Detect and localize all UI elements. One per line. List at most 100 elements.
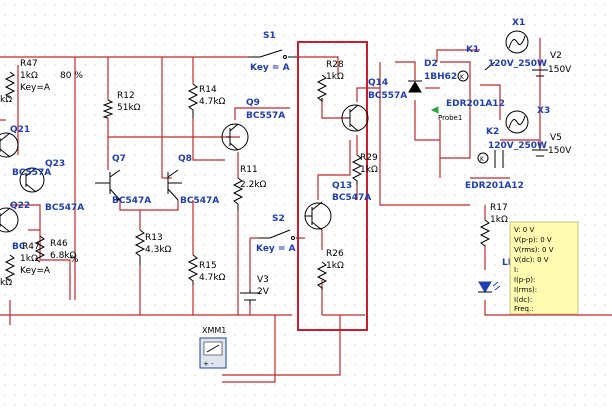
s1-key: Key = A bbox=[250, 63, 290, 73]
r15-ref: R15 bbox=[199, 261, 217, 271]
q13-ref: Q13 bbox=[332, 181, 352, 191]
q7-transistor[interactable]: Q7 BC547A bbox=[95, 154, 151, 206]
r47-key: Key=A bbox=[20, 83, 51, 93]
left-bottom-value: 1kΩ bbox=[20, 254, 38, 264]
v5-ref: V5 bbox=[550, 133, 562, 143]
svg-text:K: K bbox=[460, 74, 465, 81]
r29-value: 1kΩ bbox=[360, 165, 378, 175]
probe-line-irms: I(rms): bbox=[514, 286, 537, 294]
v2-ref: V2 bbox=[550, 51, 562, 61]
r15-resistor[interactable]: R15 4.7kΩ bbox=[187, 254, 226, 285]
r14-resistor[interactable]: R14 4.7kΩ bbox=[187, 83, 226, 118]
left-bottom-potentiometer[interactable]: BC R47 1kΩ Key=A kΩ bbox=[0, 242, 51, 288]
s2-ref: S2 bbox=[272, 214, 285, 224]
d2-ref: D2 bbox=[424, 59, 438, 69]
r17-ref: R17 bbox=[490, 203, 508, 213]
r29-resistor[interactable]: R29 1kΩ bbox=[351, 153, 378, 185]
k2-ref: K2 bbox=[486, 127, 499, 137]
r12-value: 51kΩ bbox=[117, 103, 141, 113]
r28-resistor[interactable]: R28 1kΩ bbox=[316, 60, 344, 102]
r28-value: 1kΩ bbox=[326, 72, 344, 82]
q13-type: BC547A bbox=[332, 193, 371, 203]
r26-value: 1kΩ bbox=[326, 261, 344, 271]
led-diode[interactable]: LI bbox=[478, 258, 511, 293]
wires bbox=[0, 38, 612, 383]
x3-lamp[interactable]: X3 120V_250W bbox=[488, 106, 550, 151]
q23-transistor[interactable]: Q23 BC557A bbox=[12, 159, 65, 193]
x3-rating: 120V_250W bbox=[488, 141, 547, 151]
r46-ref: R46 bbox=[50, 239, 68, 249]
r17-resistor[interactable]: R17 1kΩ bbox=[479, 203, 508, 247]
q22-ref: Q22 bbox=[10, 201, 30, 211]
probe-line-vdc: V(dc): 0 V bbox=[514, 256, 549, 264]
s1-ref: S1 bbox=[263, 31, 276, 41]
r11-resistor[interactable]: R11 2.2kΩ bbox=[232, 165, 267, 210]
r46-value: 6.8kΩ bbox=[50, 251, 77, 261]
r46-percent: % bbox=[70, 255, 79, 265]
q9-type: BC557A bbox=[246, 111, 285, 121]
q13-transistor[interactable]: Q13 BC547A bbox=[304, 181, 371, 231]
xmm1-ref: XMM1 bbox=[202, 326, 226, 335]
r47-potentiometer[interactable]: R47 1kΩ Key=A 80 % kΩ bbox=[0, 59, 83, 105]
r13-value: 4.3kΩ bbox=[145, 245, 172, 255]
probe-line-i: I: bbox=[514, 266, 518, 274]
r12-resistor[interactable]: R12 51kΩ bbox=[102, 91, 141, 119]
d2-diode[interactable]: D2 1BH62 bbox=[408, 59, 457, 93]
probe-marker[interactable]: Probe1 bbox=[430, 106, 462, 122]
r11-value: 2.2kΩ bbox=[240, 180, 267, 190]
q8-type: BC547A bbox=[180, 196, 219, 206]
r46-resistor[interactable]: R46 6.8kΩ % bbox=[34, 235, 79, 265]
k2-type: EDR201A12 bbox=[465, 181, 524, 191]
q8-transistor[interactable]: Q8 BC547A bbox=[167, 154, 219, 206]
k1-ref: K1 bbox=[466, 45, 479, 55]
r13-resistor[interactable]: R13 4.3kΩ bbox=[134, 229, 172, 265]
x1-rating: 120V_250W bbox=[488, 59, 547, 69]
r11-ref: R11 bbox=[240, 165, 258, 175]
xmm1-multimeter[interactable]: + - XMM1 bbox=[199, 326, 227, 369]
v3-ref: V3 bbox=[257, 275, 269, 285]
r14-ref: R14 bbox=[199, 85, 217, 95]
q23-type: BC557A bbox=[12, 168, 51, 178]
probe-readout: V: 0 V V(p-p): 0 V V(rms): 0 V V(dc): 0 … bbox=[509, 221, 579, 315]
q21-ref: Q21 bbox=[10, 125, 30, 135]
left-bottom-key: Key=A bbox=[20, 266, 51, 276]
r17-value: 1kΩ bbox=[490, 215, 508, 225]
v5-value: 150V bbox=[548, 146, 572, 156]
r14-value: 4.7kΩ bbox=[199, 97, 226, 107]
x3-ref: X3 bbox=[537, 106, 550, 116]
d2-type: 1BH62 bbox=[424, 72, 457, 82]
q22-transistor[interactable]: Q22 BC547A bbox=[0, 201, 84, 233]
v3-battery[interactable]: V3 2V bbox=[240, 275, 270, 305]
highlight-box bbox=[297, 41, 368, 331]
q23-ref: Q23 bbox=[45, 159, 65, 169]
s2-key: Key = A bbox=[256, 244, 296, 254]
left-bottom-overlay-b: R47 bbox=[22, 242, 40, 252]
q14-transistor[interactable]: Q14 BC557A bbox=[341, 78, 407, 132]
q8-ref: Q8 bbox=[178, 154, 192, 164]
r28-ref: R28 bbox=[326, 60, 344, 70]
q21-transistor[interactable]: Q21 bbox=[0, 125, 30, 158]
probe-line-freq: Freq.: bbox=[514, 305, 534, 313]
k2-relay[interactable]: K K2 EDR201A12 bbox=[465, 127, 524, 191]
r15-value: 4.7kΩ bbox=[199, 273, 226, 283]
left-bottom-overlay-a: BC bbox=[12, 242, 26, 252]
r12-ref: R12 bbox=[117, 91, 135, 101]
xmm1-terminals: + - bbox=[203, 360, 214, 368]
v2-battery[interactable]: V2 150V bbox=[532, 51, 572, 77]
left-bottom-clipped: kΩ bbox=[0, 278, 12, 288]
r13-ref: R13 bbox=[145, 233, 163, 243]
q7-ref: Q7 bbox=[112, 154, 126, 164]
probe-line-vpp: V(p-p): 0 V bbox=[514, 236, 552, 244]
r47-value: 1kΩ bbox=[20, 71, 38, 81]
x1-lamp[interactable]: X1 120V_250W bbox=[488, 18, 547, 69]
q14-type: BC557A bbox=[368, 91, 407, 101]
probe-line-v: V: 0 V bbox=[514, 226, 534, 234]
r26-resistor[interactable]: R26 1kΩ bbox=[316, 249, 344, 290]
r26-ref: R26 bbox=[326, 249, 344, 259]
left-bc547a-label: BC547A bbox=[45, 203, 84, 213]
q9-transistor[interactable]: Q9 BC557A bbox=[221, 98, 285, 151]
v5-battery[interactable]: V5 150V bbox=[532, 133, 572, 157]
probe-line-ipp: I(p-p): bbox=[514, 276, 535, 284]
k1-relay[interactable]: K K1 EDR201A12 bbox=[446, 45, 505, 109]
